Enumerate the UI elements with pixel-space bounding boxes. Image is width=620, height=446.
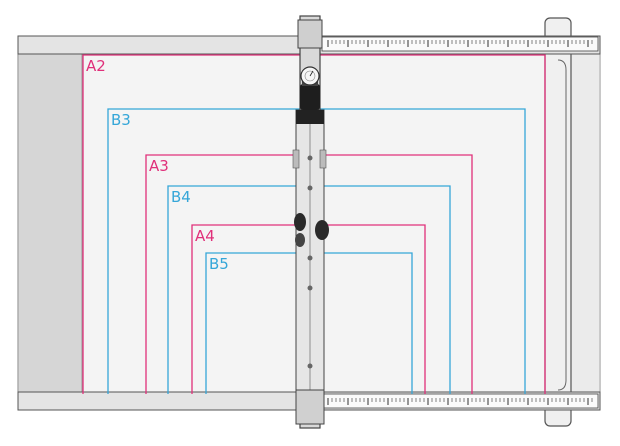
top-rail-scale <box>327 40 593 47</box>
outline-label: A4 <box>195 227 215 245</box>
outline-label: A2 <box>86 57 106 75</box>
outline-label: B3 <box>111 111 131 129</box>
bottom-rail-scale <box>327 398 593 405</box>
left-side-panel <box>17 45 83 399</box>
carriage-head-block <box>296 110 324 124</box>
right-end-bracket <box>544 17 572 427</box>
outline-label: B5 <box>209 255 229 273</box>
outline-label: B4 <box>171 188 191 206</box>
dial-gauge-icon <box>300 66 320 86</box>
outline-label: A3 <box>149 157 169 175</box>
carriage-screws <box>307 155 313 369</box>
clamp-knob-icon[interactable] <box>294 213 329 247</box>
